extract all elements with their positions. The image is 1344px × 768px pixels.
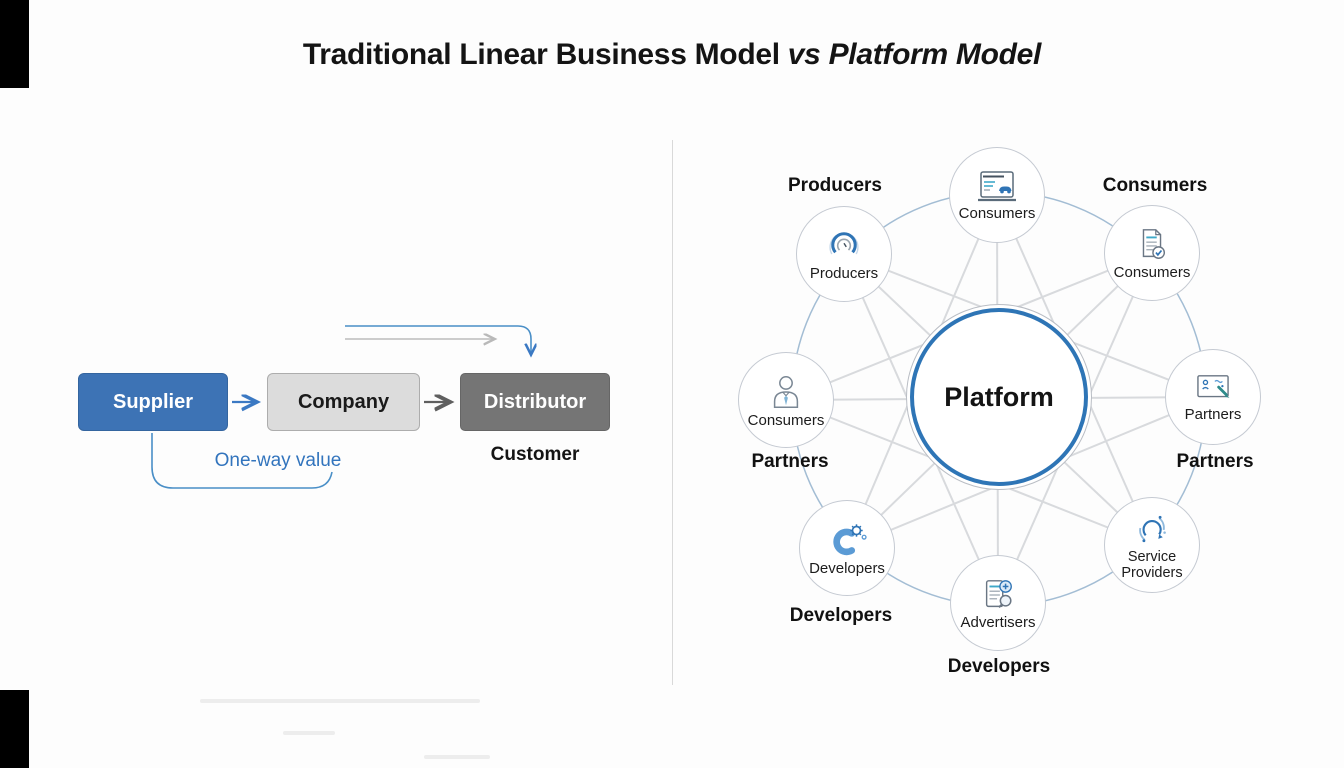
outer-label-developers-bottom: Developers xyxy=(947,656,1051,677)
node-label: Producers xyxy=(809,264,879,282)
node-right-partners: Partners xyxy=(1165,349,1261,445)
supplier-box: Supplier xyxy=(78,373,228,431)
node-label: Advertisers xyxy=(960,613,1036,631)
outer-label-developers-left: Developers xyxy=(789,605,893,626)
scan-artifact-smudge xyxy=(424,755,490,759)
one-way-value-label: One-way value xyxy=(214,450,342,471)
node-label: Consumers xyxy=(958,204,1036,222)
code-gear-icon xyxy=(833,523,867,555)
title-emphasis: vs Platform Model xyxy=(787,38,1042,71)
outer-label-partners-right: Partners xyxy=(1176,451,1254,472)
node-label: Partners xyxy=(1184,405,1242,423)
one-way-bracket xyxy=(151,433,333,489)
node-label: Consumers xyxy=(1113,263,1191,281)
document-search-icon xyxy=(985,579,1012,608)
gauge-icon xyxy=(829,231,859,255)
node-bottom-left-developers: Developers xyxy=(799,500,895,596)
company-box: Company xyxy=(267,373,420,431)
scan-artifact-bar-top xyxy=(0,0,29,88)
feedback-arrow-blue xyxy=(345,325,531,354)
node-left-consumers: Consumers xyxy=(738,352,834,448)
section-divider xyxy=(672,140,673,685)
platform-circle: Platform xyxy=(906,304,1092,490)
scan-artifact-smudge xyxy=(283,731,335,735)
scan-artifact-smudge xyxy=(200,699,480,703)
outer-label-partners-left: Partners xyxy=(751,451,829,472)
node-label: Consumers xyxy=(747,411,825,429)
outer-label-producers: Producers xyxy=(788,175,882,196)
customer-label: Customer xyxy=(490,444,580,465)
distributor-box: Distributor xyxy=(460,373,610,431)
title-main: Traditional Linear Business Model xyxy=(302,38,780,71)
node-top-right-consumers: Consumers xyxy=(1104,205,1200,301)
platform-label: Platform xyxy=(944,381,1054,412)
laptop-car-icon xyxy=(978,170,1016,201)
node-top-left-producers: Producers xyxy=(796,206,892,302)
node-bottom-advertisers: Advertisers xyxy=(950,555,1046,651)
service-cycle-icon xyxy=(1139,515,1166,542)
outer-label-consumers: Consumers xyxy=(1102,175,1208,196)
node-top-consumers: Consumers xyxy=(949,147,1045,243)
scan-artifact-bar-bottom xyxy=(0,690,29,768)
platform-ring xyxy=(910,308,1088,486)
person-icon xyxy=(773,375,799,408)
document-check-icon xyxy=(1142,228,1166,259)
node-bottom-right-service-providers: Service Providers xyxy=(1104,497,1200,593)
node-label: Developers xyxy=(809,559,885,577)
whiteboard-icon xyxy=(1197,374,1230,398)
node-label: Service Providers xyxy=(1121,548,1183,581)
